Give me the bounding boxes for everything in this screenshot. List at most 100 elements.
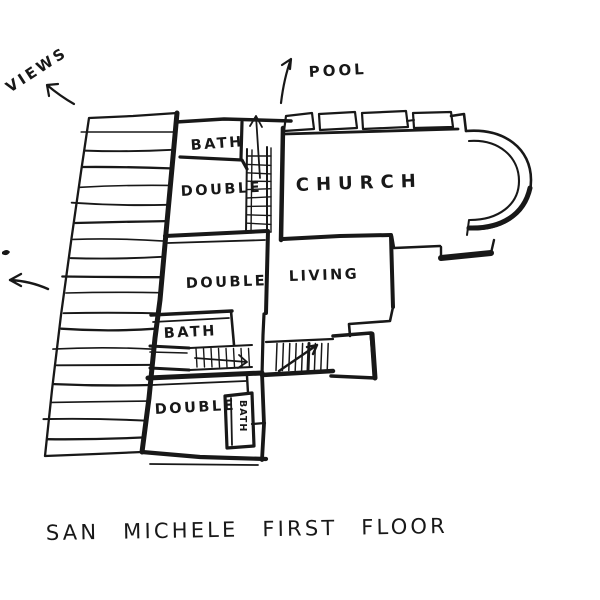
wall-block	[360, 109, 410, 131]
stair-rung	[246, 163, 272, 167]
living-west-wall	[264, 229, 270, 315]
bath-middle-north-wall	[149, 309, 234, 317]
west-arrow-icon	[8, 272, 50, 291]
stair-rung	[225, 347, 228, 368]
stair-rung	[275, 342, 278, 372]
stair-arrow-icon	[194, 354, 248, 369]
bath-middle-east-wall	[229, 309, 236, 347]
terrace-hatch-line	[65, 291, 160, 294]
terrace-outline	[43, 111, 179, 458]
staircase-middle	[189, 344, 253, 371]
room-label-double-top: DOUBLE	[180, 180, 262, 200]
stair-approach-wall	[148, 344, 191, 350]
staircase-upper	[245, 115, 272, 234]
upper-middle-wall-echo	[167, 239, 266, 244]
stair-rail	[250, 149, 253, 234]
apse-inner-stub	[466, 219, 470, 236]
room-label-bath-bottom: BATH	[237, 400, 248, 432]
entry-stair-top-rail	[264, 337, 335, 344]
wing-south-wall	[139, 449, 269, 462]
pool-annotation: POOL	[279, 57, 367, 105]
bath-middle-north-wall-echo	[152, 317, 230, 323]
living-se-jog	[347, 305, 395, 338]
bath-top-east-wall	[239, 120, 244, 160]
stair-rung	[232, 347, 236, 368]
apse-south-block-right	[489, 238, 496, 255]
stair-approach-wall	[148, 366, 191, 372]
stair-rung	[246, 214, 272, 217]
south-middle-wall	[145, 370, 265, 381]
stair-rung	[210, 347, 213, 368]
apse-south-block-bottom	[438, 250, 494, 261]
pool-label: POOL	[308, 60, 367, 81]
stair-rung	[246, 196, 272, 199]
views-arrow-icon	[45, 82, 76, 106]
stair-rung	[217, 347, 221, 368]
hall-west-wall	[260, 312, 266, 378]
room-label-church: CHURCH	[295, 171, 423, 196]
terrace-hatch-line	[51, 400, 150, 404]
terrace-steps	[42, 111, 179, 458]
stair-rail	[189, 344, 253, 349]
staircase-entry	[275, 342, 329, 373]
terrace-hatch-line	[61, 275, 162, 279]
stair-approach-wall-echo	[149, 351, 188, 354]
stair-rung	[240, 347, 243, 368]
stair-rung	[246, 188, 272, 191]
wall-block	[317, 110, 359, 132]
views-label: VIEWS	[2, 43, 70, 96]
apse	[438, 112, 533, 261]
wing-east-wall	[260, 371, 266, 462]
stair-rung	[246, 172, 272, 175]
terrace-hatch-line	[69, 255, 164, 260]
apse-north-springing	[449, 112, 468, 133]
bath-bottom-box	[223, 391, 256, 450]
stair-rung	[326, 342, 329, 372]
room-label-bath-middle: BATH	[163, 323, 217, 342]
apse-outer-arc-thick	[466, 185, 533, 231]
north-wall-upper-rooms	[174, 117, 293, 124]
wing-south-wall-echo	[149, 463, 259, 466]
stair-rung	[247, 347, 251, 368]
pool-arrow-icon	[279, 57, 293, 105]
apse-inner-arc	[467, 139, 521, 222]
terrace-hatch-line	[74, 219, 167, 225]
stair-rung	[202, 347, 206, 368]
stair-rung	[320, 342, 323, 372]
views-annotation: VIEWS	[2, 43, 76, 106]
bath-bottom-inner-line	[230, 397, 233, 446]
terrace-hatch-line	[81, 165, 172, 170]
wall-block-stub	[406, 119, 415, 122]
terrace-hatch-lines	[42, 131, 175, 441]
west-view-annotation	[2, 250, 50, 291]
wall-block	[282, 111, 316, 133]
south-middle-wall-echo	[151, 380, 247, 386]
church-west-wall	[278, 125, 286, 243]
terrace-hatch-line	[45, 436, 146, 441]
stray-mark	[2, 250, 10, 256]
entry-landing-east-wall	[369, 331, 378, 381]
bath-bottom-stub	[245, 374, 250, 395]
stair-rung	[306, 342, 311, 372]
room-label-double-middle: DOUBLE	[186, 273, 268, 292]
page-title: SAN MICHELE FIRST FLOOR	[46, 514, 448, 545]
entry-landing-wall	[329, 331, 377, 380]
church-south-jog	[390, 234, 442, 250]
terrace-hatch-line	[52, 346, 155, 350]
terrace-hatch-line	[42, 417, 148, 422]
stair-rung	[288, 342, 291, 372]
walls	[139, 110, 460, 466]
entry-stair-bottom-rail	[259, 368, 336, 378]
stair-rung	[313, 342, 317, 372]
west-wall	[139, 110, 180, 455]
terrace-hatch-line	[60, 327, 157, 332]
stair-up-arrow-icon	[249, 115, 263, 179]
church-north-wall-blocks	[282, 109, 455, 133]
wall-block	[411, 110, 455, 130]
terrace-hatch-line	[62, 311, 158, 315]
terrace-hatch-line	[72, 238, 165, 242]
room-label-living: LIVING	[289, 267, 360, 285]
stair-rail	[189, 366, 253, 371]
terrace-hatch-line	[70, 201, 169, 207]
